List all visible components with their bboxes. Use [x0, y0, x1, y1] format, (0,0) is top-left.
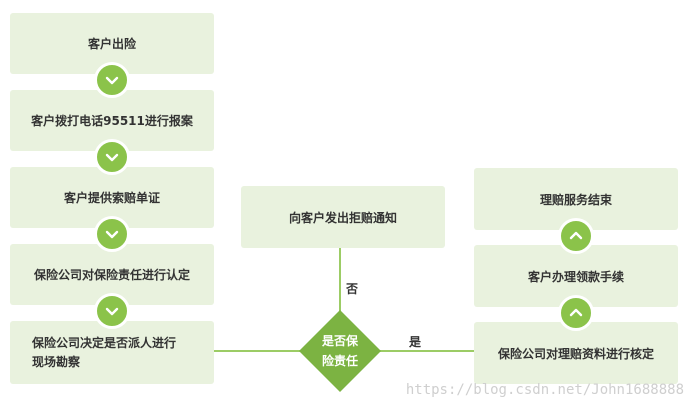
chevron-down-icon	[94, 62, 130, 98]
step-documents: 客户提供索赔单证	[10, 167, 214, 228]
step-label: 客户办理领款手续	[527, 269, 624, 284]
connector-decision-reject	[339, 248, 341, 320]
step-review: 保险公司对理赔资料进行核定	[474, 322, 678, 384]
connector-left-decision	[214, 350, 310, 352]
chevron-up-icon	[558, 218, 594, 254]
chevron-down-icon	[94, 293, 130, 329]
step-label: 保险公司对理赔资料进行核定	[497, 346, 654, 361]
chevron-up-icon	[558, 295, 594, 331]
watermark: https://blog.csdn.net/John1688888	[405, 382, 684, 398]
step-label: 客户出险	[87, 37, 136, 51]
chevron-down-icon	[94, 216, 130, 252]
connector-decision-right	[370, 350, 474, 352]
reject-notice-box: 向客户发出拒赔通知	[241, 186, 445, 248]
chevron-down-icon	[94, 139, 130, 175]
step-survey: 保险公司决定是否派人进行 现场勘察	[10, 321, 214, 384]
edge-label-no: 否	[346, 282, 359, 296]
reject-label: 向客户发出拒赔通知	[288, 210, 397, 225]
step-label: 客户提供索赔单证	[63, 191, 160, 205]
step-label: 保险公司决定是否派人进行 现场勘察	[32, 335, 177, 369]
step-label: 客户拨打电话95511进行报案	[31, 114, 193, 128]
edge-label-yes: 是	[409, 335, 422, 349]
decision-label: 是否保 险责任	[321, 334, 358, 368]
step-label: 理赔服务结束	[539, 192, 612, 207]
step-label: 保险公司对保险责任进行认定	[33, 268, 190, 282]
